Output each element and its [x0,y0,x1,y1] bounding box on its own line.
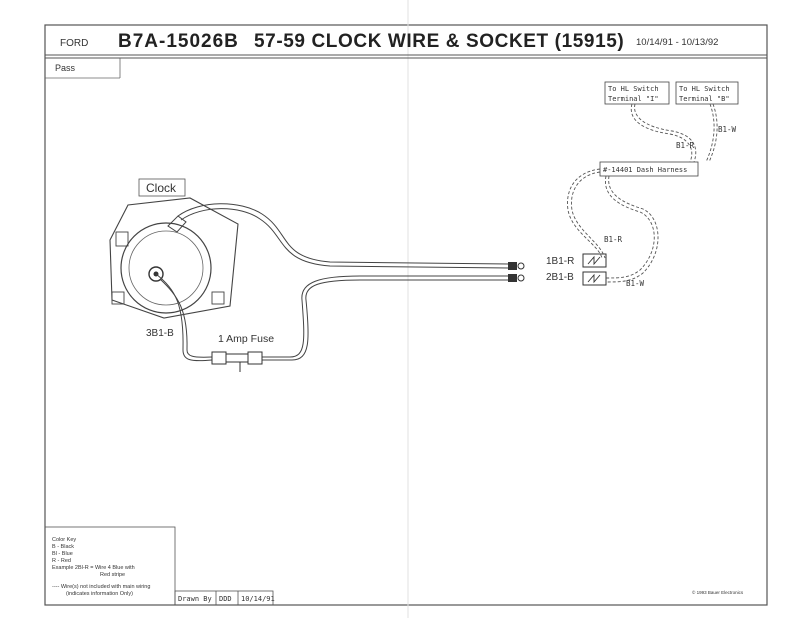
wire-bl-r-lower: B1-R [604,235,623,244]
dash-harness-label: #-14401 Dash Harness [603,166,687,174]
fuse: 1 Amp Fuse [211,333,274,372]
legend-line: Bl - Blue [52,551,73,557]
wire-terminals [508,262,525,282]
fuse-label: 1 Amp Fuse [218,333,274,345]
page-title: 57-59 CLOCK WIRE & SOCKET (15915) [254,31,624,52]
sheet-border [44,24,768,606]
connector-2: 2B1-B [546,271,607,286]
clock-label-box [138,178,186,197]
hl-switch-i-line1: To HL Switch [608,85,659,93]
drawn-by-label: Drawn By [178,595,212,603]
dashed-wires [567,103,718,283]
drawn-by-block: Drawn By DDD 10/14/91 [174,590,275,606]
clock-housing [109,197,239,319]
legend-dashed-note: (indicates information Only) [66,591,133,597]
legend-line: Red stripe [100,572,125,578]
color-key-legend: Color Key B - Black Bl - Blue R - Red Ex… [44,526,176,606]
drawn-by-date: 10/14/91 [241,595,275,603]
wire-bl-r-upper: B1-R [676,141,695,150]
legend-title: Color Key [52,537,76,543]
title-bar: FORD B7A-15026B 57-59 CLOCK WIRE & SOCKE… [45,31,767,59]
clock-label: Clock [146,181,177,195]
connector-1: 1B1-R [546,253,607,268]
date-range: 10/14/91 - 10/13/92 [636,37,718,48]
part-number: B7A-15026B [118,31,239,52]
legend-line: B - Black [52,544,74,550]
connector-1-label: 1B1-R [546,256,574,267]
make-label: FORD [60,38,88,49]
hl-switch-b-line2: Terminal "B" [679,95,730,103]
wire-bl-w-lower: B1-W [626,279,645,288]
hl-switch-b: To HL Switch Terminal "B" [675,81,739,105]
clock-wire-label: 3B1-B [146,328,174,339]
clock-face-inner [128,230,204,306]
drawn-by-initials: DDD [219,595,232,603]
terminal-lug [148,266,164,282]
legend-line: Example 2Bl-R = Wire 4 Blue with [52,565,135,571]
connector-2-label: 2B1-B [546,272,574,283]
clock-assembly: Clock 3B1-B [109,178,239,339]
legend-dashed-note: ---- Wire(s) not included with main wiri… [52,584,150,590]
dash-harness: #-14401 Dash Harness [599,161,699,177]
legend-line: R - Red [52,558,71,564]
wire-bl-w-upper: B1-W [718,125,737,134]
hl-switch-i: To HL Switch Terminal "I" [604,81,670,105]
hl-switch-i-line2: Terminal "I" [608,95,659,103]
side-label: Pass [55,63,76,73]
clock-face-outer [120,222,212,314]
clock-wires [155,203,511,362]
side-label-box: Pass [45,58,121,79]
hl-switch-b-line1: To HL Switch [679,85,730,93]
copyright: © 1993 Bauer Electronics [692,589,744,595]
wire-color-labels: B1-R B1-W B1-R B1-W [604,125,737,288]
